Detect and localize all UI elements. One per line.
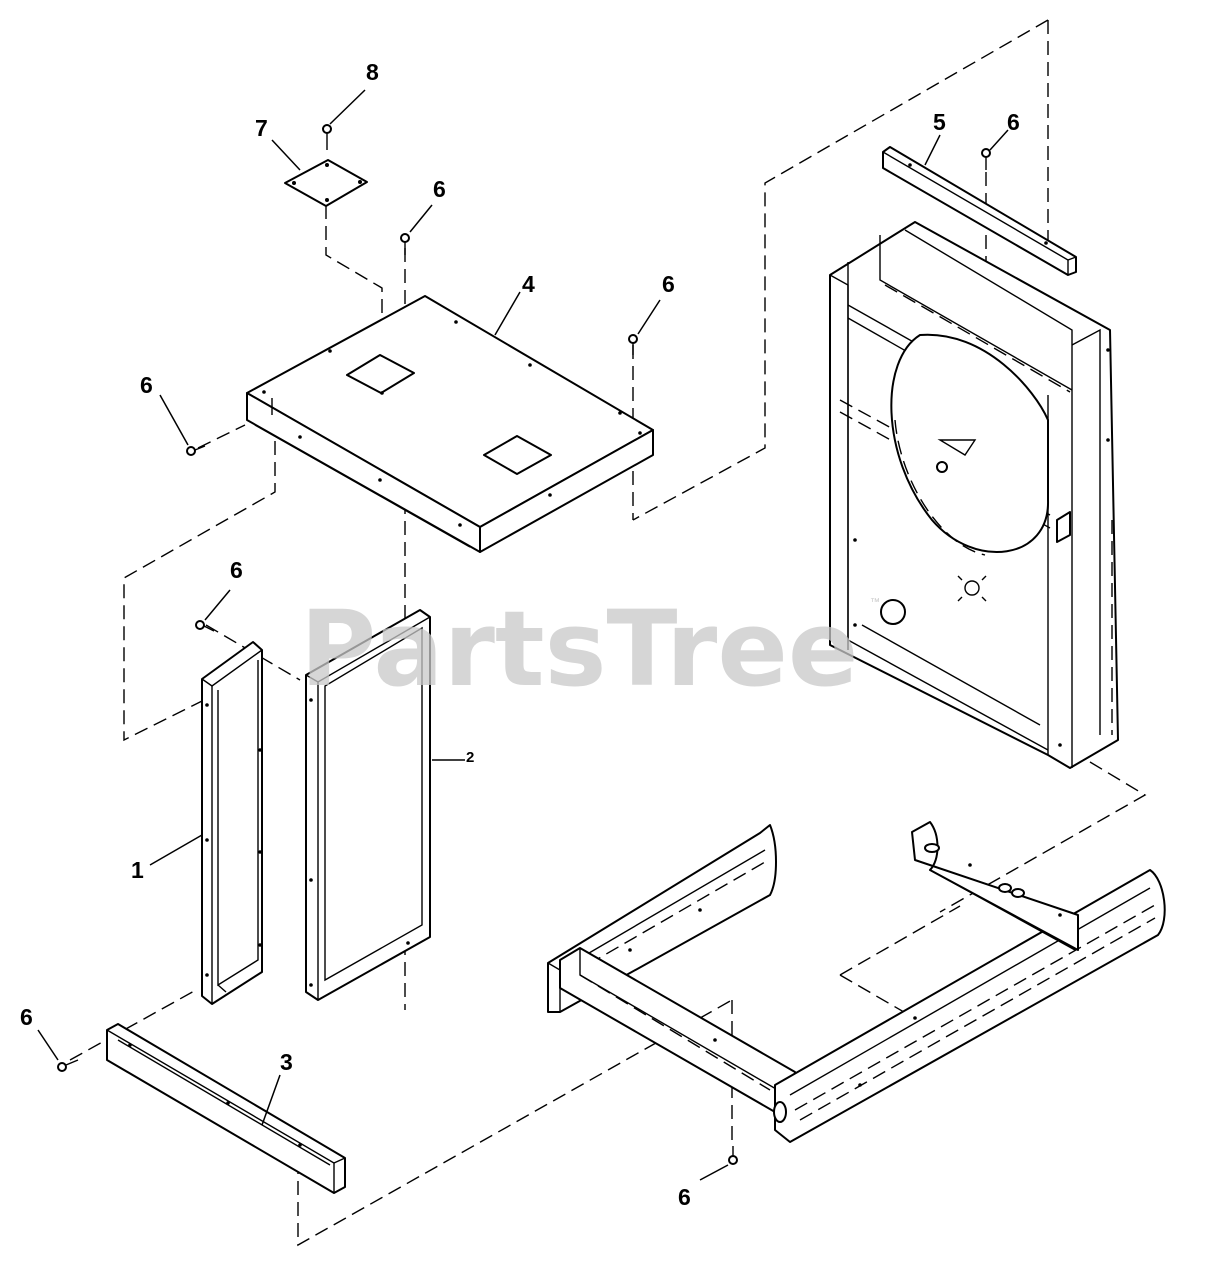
callout-6-right-panel-top: 6	[1007, 109, 1020, 135]
callout-8: 8	[366, 59, 379, 85]
watermark-trademark: ™	[870, 597, 880, 608]
callout-1: 1	[131, 857, 144, 883]
callout-6-left-side: 6	[230, 557, 243, 583]
watermark-text: PartsTree	[300, 588, 858, 710]
screw-6-bottom-center	[728, 1146, 738, 1165]
callout-6-left-top-panel: 6	[140, 372, 153, 398]
callout-5: 5	[933, 109, 946, 135]
rail-5	[882, 146, 1077, 276]
leader-lines	[37, 89, 1009, 1181]
cover-plate-7	[284, 159, 368, 207]
screw-6-left-top	[186, 445, 206, 456]
callout-6-bottom-left: 6	[20, 1004, 33, 1030]
frame-panel-2	[305, 609, 431, 1001]
screw-6-bottom-left	[57, 1059, 79, 1072]
callout-6-bottom-center: 6	[678, 1184, 691, 1210]
base-frame	[547, 821, 1166, 1143]
screw-6-left-side	[195, 620, 215, 632]
bracket-3	[106, 1023, 346, 1194]
top-panel-4	[246, 295, 654, 553]
callout-3: 3	[280, 1049, 293, 1075]
callout-4: 4	[522, 271, 535, 297]
screw-8	[322, 124, 332, 150]
callout-7: 7	[255, 115, 268, 141]
callout-2: 2	[466, 749, 474, 766]
side-panel-1	[201, 641, 263, 1005]
callout-6-top-center: 6	[433, 176, 446, 202]
screw-6-top-center	[400, 233, 410, 255]
screw-6-top-right	[628, 334, 638, 355]
shroud-panel	[829, 221, 1119, 769]
callout-6-top-right-panel: 6	[662, 271, 675, 297]
